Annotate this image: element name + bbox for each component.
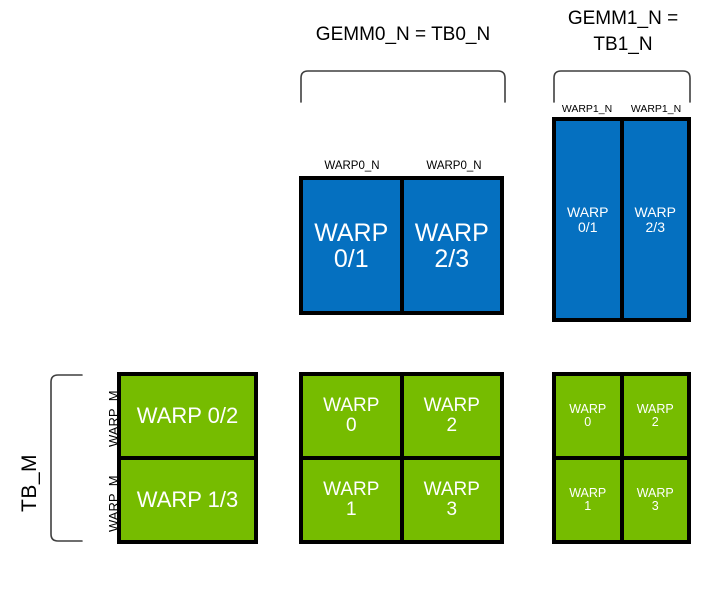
cell-line-1: WARP [569, 402, 607, 416]
cell-line-1: WARP 0/2 [136, 402, 239, 428]
gemm0-green-cell-warp-1[interactable]: WARP 1 [303, 460, 400, 540]
gemm0-blue-cell-warp-2-3[interactable]: WARP 2/3 [403, 180, 500, 311]
cell-line-1: WARP [323, 395, 380, 417]
gemm1-green-cell-warp-0[interactable]: WARP 0 [556, 376, 620, 456]
cell-line-1: WARP [634, 203, 676, 220]
gemm0-green-cell-warp-0[interactable]: WARP 0 [303, 376, 400, 456]
gemm1-span-bracket [553, 70, 691, 103]
cell-line-1: WARP 1/3 [136, 486, 239, 512]
warp0-n-label-left: WARP0_N [324, 160, 380, 172]
gemm0-blue-col-0: WARP 0/1 [303, 180, 400, 311]
gemm1-title-line1: GEMM1_N = [567, 8, 679, 29]
gemm0-span-bracket [300, 70, 506, 103]
gemm0-blue-cell-warp-0-1[interactable]: WARP 0/1 [303, 180, 400, 311]
cell-line-1: WARP [567, 203, 609, 220]
warp1-n-label-left: WARP1_N [561, 103, 613, 115]
gemm0-green-cell-warp-2[interactable]: WARP 2 [403, 376, 500, 456]
gemm0-green-group: WARP 0 WARP 1 WARP 2 WARP 3 [299, 372, 504, 544]
cell-line-1: WARP [414, 218, 489, 247]
cell-line-2: 2 [651, 415, 659, 429]
gemm0-green-col-1: WARP 2 WARP 3 [403, 376, 500, 540]
gemm1-blue-group: WARP 0/1 WARP 2/3 [552, 117, 691, 322]
warp1-n-label-right: WARP1_N [630, 103, 682, 115]
gemm1-blue-col-0: WARP 0/1 [556, 121, 620, 318]
cell-line-2: 2/3 [434, 244, 470, 273]
gemm0-blue-col-1: WARP 2/3 [403, 180, 500, 311]
cell-line-2: 1 [345, 499, 357, 520]
cell-line-2: 2 [446, 415, 458, 436]
tb-m-green-cell-warp-0-2[interactable]: WARP 0/2 [121, 376, 254, 456]
gemm1-title-line2: TB1_N [593, 34, 653, 55]
gemm1-blue-cell-warp-2-3[interactable]: WARP 2/3 [623, 121, 687, 318]
cell-line-1: WARP [636, 402, 674, 416]
tb-m-span-bracket [50, 374, 83, 542]
cell-line-1: WARP [323, 479, 380, 501]
gemm0-green-cell-warp-3[interactable]: WARP 3 [403, 460, 500, 540]
tb-m-green-group: WARP 0/2 WARP 1/3 [117, 372, 258, 544]
gemm1-green-cell-warp-2[interactable]: WARP 2 [623, 376, 687, 456]
gemm1-green-col-0: WARP 0 WARP 1 [556, 376, 620, 540]
gemm0-green-col-0: WARP 0 WARP 1 [303, 376, 400, 540]
cell-line-1: WARP [423, 395, 480, 417]
gemm1-green-cell-warp-3[interactable]: WARP 3 [623, 460, 687, 540]
cell-line-2: 3 [446, 499, 458, 520]
cell-line-1: WARP [314, 218, 389, 247]
gemm1-blue-cell-warp-0-1[interactable]: WARP 0/1 [556, 121, 620, 318]
gemm1-blue-col-1: WARP 2/3 [623, 121, 687, 318]
cell-line-2: 0/1 [333, 244, 369, 273]
cell-line-2: 0/1 [578, 218, 598, 235]
cell-line-2: 0 [584, 415, 592, 429]
cell-line-2: 3 [651, 499, 659, 513]
tb-m-green-cell-warp-1-3[interactable]: WARP 1/3 [121, 460, 254, 540]
cell-line-1: WARP [423, 479, 480, 501]
gemm0-title: GEMM0_N = TB0_N [315, 24, 491, 45]
cell-line-2: 2/3 [645, 218, 665, 235]
warp0-n-label-right: WARP0_N [426, 160, 482, 172]
cell-line-2: 0 [345, 415, 357, 436]
gemm1-green-cell-warp-1[interactable]: WARP 1 [556, 460, 620, 540]
gemm1-green-group: WARP 0 WARP 1 WARP 2 WARP 3 [552, 372, 691, 544]
gemm0-blue-group: WARP 0/1 WARP 2/3 [299, 176, 504, 315]
tb-m-green-col-0: WARP 0/2 WARP 1/3 [121, 376, 254, 540]
tb-m-label: TB_M [18, 453, 41, 512]
gemm1-green-col-1: WARP 2 WARP 3 [623, 376, 687, 540]
cell-line-1: WARP [636, 486, 674, 500]
cell-line-1: WARP [569, 486, 607, 500]
cell-line-2: 1 [584, 499, 592, 513]
